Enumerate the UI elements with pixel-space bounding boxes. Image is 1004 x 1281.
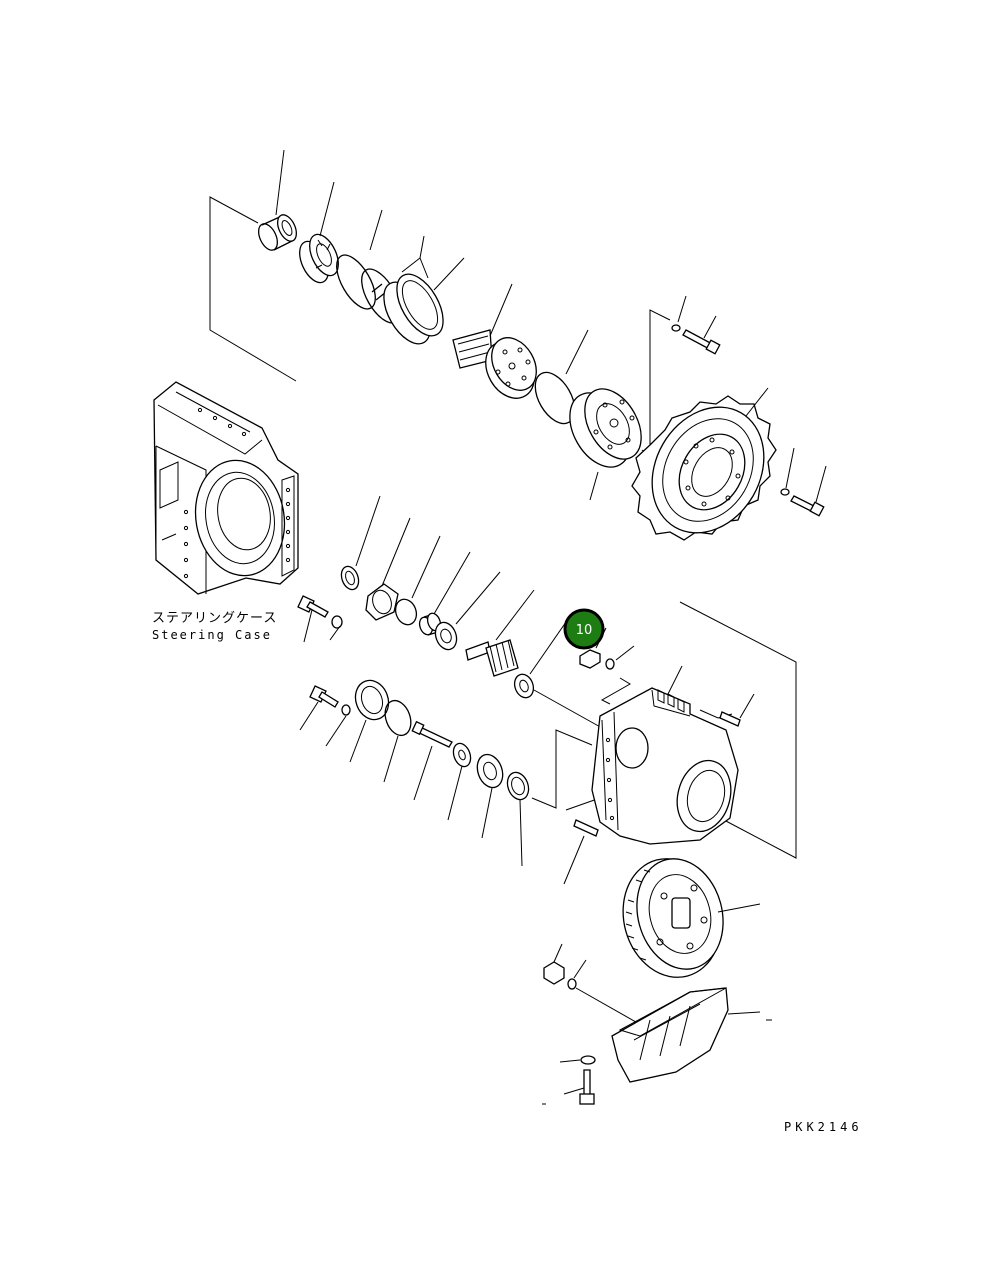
thrust-washer[interactable] <box>450 741 473 769</box>
callout-badge-circle <box>563 608 605 650</box>
o-ring-large[interactable] <box>527 366 583 430</box>
dowel-pin-upper[interactable] <box>719 711 741 727</box>
steering-case-label-en: Steering Case <box>152 628 272 642</box>
bearing-cage-ring[interactable] <box>374 267 452 352</box>
callout-badge-number: 10 <box>576 623 593 638</box>
oil-seal[interactable] <box>338 564 361 592</box>
drain-plug-o-ring[interactable] <box>567 978 577 990</box>
bearing-cup[interactable] <box>504 769 532 802</box>
drain-plug[interactable] <box>543 961 565 985</box>
output-shaft-hub[interactable] <box>452 329 545 407</box>
bearing-sleeve[interactable] <box>255 212 300 253</box>
bolt-left-upper[interactable] <box>297 595 329 618</box>
steering-case-label-jp: ステアリングケース <box>152 611 277 626</box>
washer-left-lower[interactable] <box>341 704 351 716</box>
bearing-cover-lower[interactable] <box>350 676 394 725</box>
pinion-shaft[interactable] <box>465 639 519 677</box>
washer-left-upper[interactable] <box>331 615 343 629</box>
plug[interactable] <box>579 649 601 669</box>
sprocket-bolt[interactable] <box>790 495 825 517</box>
bearing-cover-upper[interactable] <box>365 583 399 621</box>
oil-pan-cover[interactable] <box>611 987 729 1083</box>
bearing-nut[interactable] <box>511 672 536 701</box>
tapered-roller-bearing[interactable] <box>294 230 344 287</box>
leader-lines <box>275 149 827 1105</box>
o-ring-small-lower[interactable] <box>381 697 416 739</box>
long-bolt[interactable] <box>411 720 453 748</box>
pan-bolt[interactable] <box>579 1069 595 1105</box>
sprocket-washer[interactable] <box>780 488 790 496</box>
dowel-pin-lower[interactable] <box>573 819 599 837</box>
callout-badge-10[interactable]: 10 <box>563 608 605 650</box>
final-drive-gear[interactable] <box>610 848 735 989</box>
sprocket-hub-disc[interactable] <box>557 379 652 478</box>
plug-o-ring[interactable] <box>605 658 615 670</box>
steering-case[interactable] <box>153 381 299 595</box>
o-ring-small-upper[interactable] <box>392 596 420 627</box>
sprocket-wheel[interactable] <box>630 387 786 553</box>
ball-bearing-lower[interactable] <box>473 751 507 791</box>
drawing-code: PKK2146 <box>784 1120 863 1134</box>
hub-bolt[interactable] <box>671 324 721 355</box>
final-drive-case[interactable] <box>591 687 739 845</box>
bolt-left-lower[interactable] <box>309 685 339 708</box>
ball-bearing-upper[interactable] <box>432 619 460 652</box>
pan-washer[interactable] <box>580 1055 596 1065</box>
